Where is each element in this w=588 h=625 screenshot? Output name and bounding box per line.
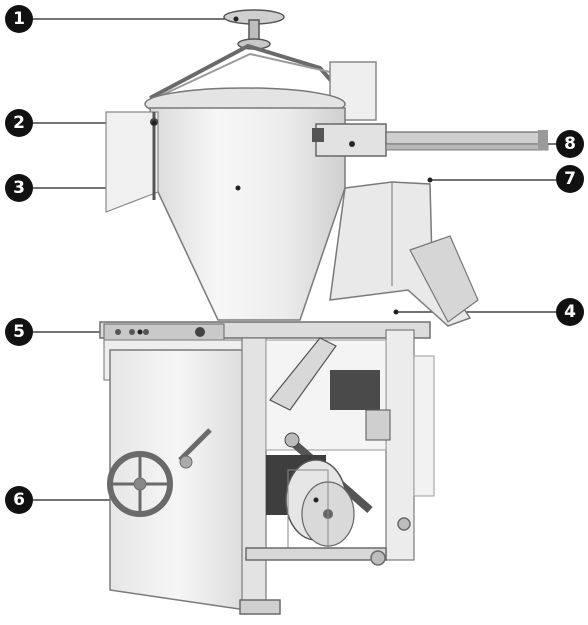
- callout-6: 6: [5, 486, 33, 514]
- lid-support-post: [329, 61, 377, 121]
- callout-3: 3: [5, 174, 33, 202]
- extension-arm: [385, 130, 549, 151]
- main-cabinet: [109, 349, 247, 611]
- callout-8: 8: [556, 130, 584, 158]
- lid-handwheel: [223, 9, 285, 50]
- drive-pulley: [285, 459, 355, 551]
- callout-2: 2: [5, 109, 33, 137]
- callout-5: 5: [5, 318, 33, 346]
- callout-4: 4: [556, 298, 584, 326]
- callout-7: 7: [556, 165, 584, 193]
- hopper-rear-panel: [105, 111, 159, 213]
- adjustment-handwheel: [107, 428, 212, 517]
- base-frame: [239, 517, 411, 615]
- callout-1: 1: [5, 5, 33, 33]
- control-panel: [103, 323, 225, 341]
- motor-bracket: [312, 123, 387, 157]
- leader-targets: [137, 16, 433, 503]
